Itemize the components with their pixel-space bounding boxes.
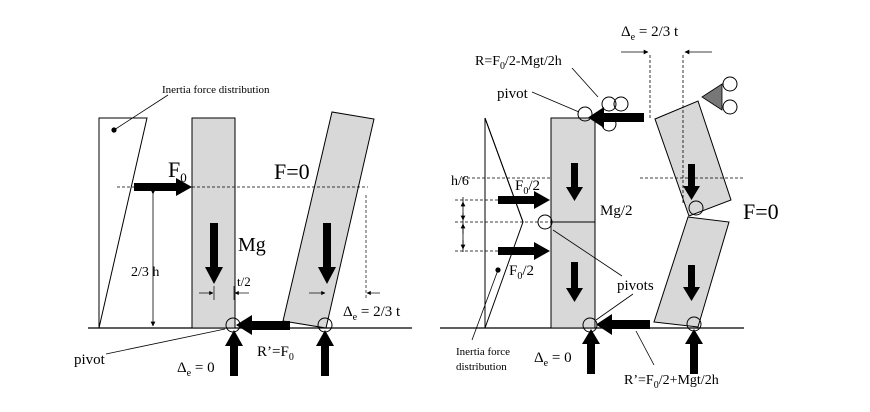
- force-zero-label: F=0: [274, 159, 310, 184]
- weight-arrow-upright: [205, 223, 223, 284]
- weight-arrow-rocked: [318, 223, 336, 284]
- roller-top-b: [613, 96, 629, 112]
- vertical-reaction-right-upright: [582, 329, 600, 374]
- half-thickness-label: t/2: [237, 274, 251, 289]
- f0half-bottom-label: F0/2: [509, 263, 534, 282]
- inertia-leader-line-right: [471, 269, 499, 341]
- inertia-label-line1: Inertia force: [456, 346, 510, 358]
- inertia-label-line2: distribution: [456, 361, 507, 373]
- half-weight-arrow-bottom: [566, 262, 583, 302]
- height-label: 2/3 h: [131, 265, 159, 280]
- inertia-half-arrow-bottom: [498, 242, 550, 260]
- pivots-leader-a: [552, 229, 623, 277]
- delta-rest-label: Δe = 0: [177, 360, 215, 379]
- vertical-reaction-rocked: [316, 330, 334, 376]
- inertia-shape-upper: [484, 117, 524, 223]
- half-weight-arrow-top: [566, 163, 583, 201]
- half-weight-arrow-rocked-bottom: [683, 265, 700, 301]
- half-weight-arrow-rocked-top: [683, 164, 700, 200]
- roller-top-a: [601, 96, 617, 112]
- bottom-reaction-leader: [635, 330, 655, 366]
- delta-rest-label-right: Δe = 0: [534, 350, 572, 369]
- pivot-circle-rocked-mid: [688, 200, 704, 216]
- force-f0-label: F0: [168, 157, 187, 185]
- reaction-arrow-horizontal: [236, 315, 290, 335]
- delta-rock-label: Δe = 2/3 t: [343, 304, 401, 323]
- top-reaction-label: R=F0/2-Mgt/2h: [475, 54, 562, 72]
- vertical-reaction-upright: [225, 330, 243, 376]
- weight-label: Mg: [238, 234, 266, 256]
- right-diagram: Inertia force distribution h/6 F0/2: [451, 24, 779, 391]
- pivot-label: pivot: [74, 352, 106, 368]
- pivot-leader-right: [531, 91, 580, 113]
- pivots-label: pivots: [617, 278, 654, 294]
- top-reaction-leader: [571, 67, 599, 98]
- inertia-distribution-shape: [484, 117, 524, 329]
- rocked-block: [282, 111, 375, 329]
- pivot-label-right: pivot: [497, 86, 529, 102]
- inertia-distribution-triangle: [98, 117, 148, 329]
- bottom-reaction-arrow: [596, 314, 650, 335]
- inertia-force-arrow: [134, 178, 192, 196]
- inertia-label: Inertia force distribution: [162, 84, 270, 96]
- h6-label: h/6: [451, 174, 469, 189]
- inertia-leader-line: [113, 94, 169, 131]
- inertia-half-arrow-top: [498, 191, 550, 209]
- top-reaction-arrow: [588, 107, 644, 128]
- bottom-reaction-label: R’=F0/2+Mgt/2h: [624, 373, 719, 391]
- upright-block-right: [550, 117, 596, 329]
- pivot-circle-top: [577, 106, 593, 122]
- roller-rocked-b: [722, 99, 738, 115]
- mg-half-label: Mg/2: [600, 203, 633, 219]
- delta-top-label: Δe = 2/3 t: [621, 24, 679, 43]
- left-diagram: Inertia force distribution F0 F=0 2/3 h …: [74, 84, 401, 379]
- roller-rocked-a: [722, 76, 738, 92]
- pivot-circle-mid: [537, 214, 553, 230]
- reaction-label: R’=F0: [257, 344, 294, 363]
- pivot-leader-line: [105, 328, 226, 355]
- rocked-top-wedge: [701, 83, 723, 111]
- f0half-top-label: F0/2: [515, 178, 540, 197]
- f-zero-label-right: F=0: [743, 199, 779, 224]
- rocked-upper-segment: [654, 100, 732, 217]
- pivots-leader-b: [595, 293, 634, 321]
- vertical-reaction-right-rocked: [685, 329, 703, 374]
